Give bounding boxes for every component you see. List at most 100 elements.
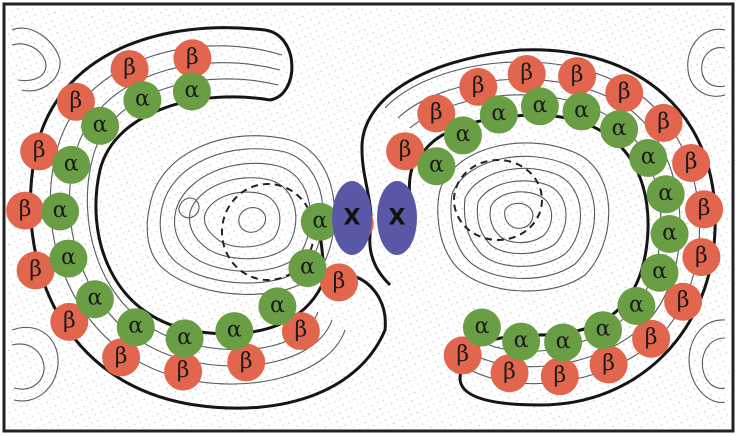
right-alpha-subunit-label: α (629, 293, 644, 318)
right-alpha-subunit-label: α (612, 116, 627, 141)
left-alpha-subunit-label: α (227, 318, 242, 343)
left-beta-subunit-label: β (115, 344, 128, 369)
left-alpha-subunit-label: α (184, 78, 199, 103)
right-alpha-subunit-label: α (491, 101, 506, 126)
left-alpha-subunit: α (288, 249, 326, 287)
left-beta-subunit-label: β (333, 269, 346, 294)
right-alpha-subunit-label: α (532, 93, 547, 118)
right-alpha-subunit-label: α (574, 98, 589, 123)
right-beta-subunit: β (605, 74, 643, 112)
right-alpha-subunit-label: α (429, 153, 444, 178)
left-beta-subunit: β (6, 192, 44, 230)
left-beta-subunit: β (173, 39, 211, 77)
left-alpha-subunit: α (215, 312, 253, 350)
right-alpha-subunit: α (600, 110, 638, 148)
left-alpha-subunit-label: α (87, 286, 102, 311)
left-beta-subunit-label: β (29, 257, 42, 282)
right-alpha-subunit-label: α (662, 221, 677, 246)
x-site-right-label: X (389, 206, 406, 231)
right-beta-subunit: β (685, 190, 723, 228)
left-alpha-subunit-label: α (93, 112, 108, 137)
left-alpha-subunit: α (76, 280, 114, 318)
right-alpha-subunit-label: α (456, 122, 471, 147)
right-alpha-subunit: α (641, 254, 679, 292)
right-beta-subunit: β (558, 57, 596, 95)
right-beta-subunit: β (632, 320, 670, 358)
right-alpha-subunit: α (444, 116, 482, 154)
left-beta-subunit-label: β (63, 308, 76, 333)
left-alpha-subunit: α (173, 73, 211, 111)
left-beta-subunit-label: β (70, 88, 83, 113)
right-alpha-subunit-label: α (652, 259, 667, 284)
right-beta-subunit-label: β (657, 109, 670, 134)
right-beta-subunit: β (541, 357, 579, 395)
left-beta-subunit: β (17, 251, 55, 289)
right-alpha-subunit: α (480, 96, 518, 134)
left-alpha-subunit: α (52, 146, 90, 184)
right-beta-subunit: β (682, 238, 720, 276)
right-beta-subunit-label: β (618, 80, 631, 105)
right-alpha-subunit-label: α (514, 328, 529, 353)
left-alpha-subunit-label: α (135, 87, 150, 112)
right-beta-subunit: β (508, 55, 546, 93)
left-beta-subunit: β (164, 353, 202, 391)
right-beta-subunit-label: β (503, 360, 516, 385)
right-alpha-subunit: α (544, 324, 582, 362)
left-alpha-subunit-label: α (270, 293, 285, 318)
right-alpha-subunit: α (651, 215, 689, 253)
left-beta-subunit-label: β (240, 349, 253, 374)
left-alpha-subunit: α (81, 107, 119, 145)
right-alpha-subunit: α (617, 287, 655, 325)
left-alpha-subunit: α (166, 319, 204, 357)
left-alpha-subunit-label: α (177, 325, 192, 350)
left-beta-subunit-label: β (19, 197, 32, 222)
right-beta-subunit: β (672, 144, 710, 182)
right-alpha-subunit: α (563, 92, 601, 130)
right-beta-subunit-label: β (399, 138, 412, 163)
right-beta-subunit: β (590, 346, 628, 384)
x-site-left-label: X (344, 206, 361, 231)
right-beta-subunit-label: β (571, 63, 584, 88)
left-beta-subunit-label: β (295, 318, 308, 343)
right-alpha-subunit-label: α (556, 329, 571, 354)
left-alpha-subunit-label: α (61, 245, 76, 270)
right-beta-subunit-label: β (685, 150, 698, 175)
left-beta-subunit-label: β (123, 56, 136, 81)
right-beta-subunit-label: β (472, 73, 485, 98)
right-alpha-subunit: α (584, 311, 622, 349)
right-beta-subunit-label: β (602, 351, 615, 376)
right-alpha-subunit-label: α (596, 317, 611, 342)
right-beta-subunit: β (645, 104, 683, 142)
right-alpha-subunit: α (463, 309, 501, 347)
left-beta-subunit-label: β (186, 45, 199, 70)
x-site-right: X (377, 181, 417, 255)
left-alpha-subunit: α (123, 81, 161, 119)
right-alpha-subunit: α (521, 87, 559, 125)
left-beta-subunit-label: β (33, 138, 46, 163)
right-alpha-subunit: α (502, 323, 540, 361)
left-beta-subunit-label: β (177, 358, 190, 383)
left-alpha-subunit: α (258, 287, 296, 325)
left-alpha-subunit-label: α (128, 314, 143, 339)
x-site-left: X (332, 181, 372, 255)
left-alpha-subunit-label: α (312, 208, 327, 233)
right-beta-subunit-label: β (520, 61, 533, 86)
left-alpha-subunit: α (41, 193, 79, 231)
left-alpha-subunit-label: α (53, 198, 68, 223)
right-alpha-subunit: α (647, 175, 685, 213)
left-alpha-subunit-label: α (300, 255, 315, 280)
left-alpha-subunit: α (117, 308, 155, 346)
right-alpha-subunit: α (417, 147, 455, 185)
right-alpha-subunit-label: α (658, 181, 673, 206)
right-beta-subunit-label: β (695, 244, 708, 269)
right-beta-subunit-label: β (456, 342, 469, 367)
left-alpha-subunit-label: α (64, 151, 79, 176)
right-alpha-subunit-label: α (474, 314, 489, 339)
right-beta-subunit-label: β (677, 288, 690, 313)
right-beta-subunit-label: β (430, 100, 443, 125)
right-alpha-subunit-label: α (641, 145, 656, 170)
right-beta-subunit-label: β (553, 363, 566, 388)
right-beta-subunit-label: β (698, 196, 711, 221)
right-alpha-subunit: α (629, 139, 667, 177)
